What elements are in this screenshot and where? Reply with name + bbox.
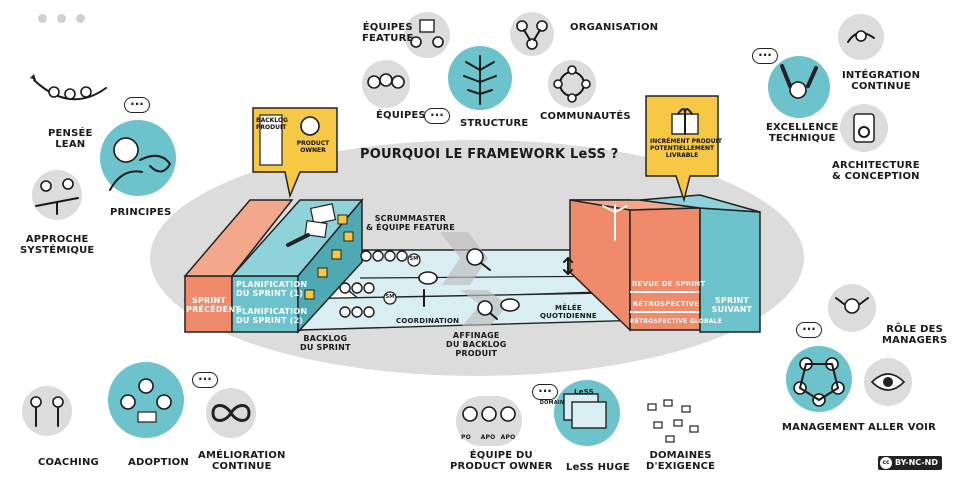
increment-label: INCRÉMENT PRODUIT POTENTIELLEMENT LIVRAB… [650,138,722,159]
more-dots-icon: ... [192,370,218,388]
product-owner-label: PRODUCT OWNER [296,140,330,154]
equipes-label: ÉQUIPES [376,110,426,121]
approche-icon [32,170,82,220]
aller-voir-label: ALLER VOIR [868,422,936,433]
architecture-icon [840,104,888,152]
revue-sprint-label: REVUE DE SPRINT [632,280,706,288]
aller-voir-eye-icon [864,358,912,406]
melee-label: MÊLÉE QUOTIDIENNE [540,304,597,320]
coaching-label: COACHING [38,457,99,468]
window-dot [38,14,47,23]
adoption-label: ADOPTION [128,457,189,468]
structure-tree-icon [448,46,512,110]
principes-label: PRINCIPES [110,207,172,218]
more-dots-icon: ... [424,106,450,124]
communautes-icon [548,60,596,108]
domain-tag: DOMAIN [539,400,565,406]
lean-hammock-icon [30,74,107,101]
organisation-label: ORGANISATION [570,22,659,33]
organisation-icon [510,12,554,56]
amelioration-label: AMÉLIORATION CONTINUE [198,450,286,472]
equipes-feature-label: ÉQUIPES FEATURE [362,22,414,44]
equipe-po-label: ÉQUIPE DU PRODUCT OWNER [450,450,553,472]
domaines-icon [647,399,699,443]
less-tag: LeSS [574,388,594,396]
window-dot [57,14,66,23]
planification-1-label: PLANIFICATION DU SPRINT (1) [236,280,308,298]
communautes-label: COMMUNAUTÉS [540,111,631,122]
pensee-lean-label: PENSÉE LEAN [48,128,93,150]
structure-label: STRUCTURE [460,118,529,129]
retrospective-globale-label: RÉTROSPECTIVE GLOBALE [630,318,722,325]
retrospective-label: RÉTROSPECTIVE [632,300,700,308]
apo-badge: APO [500,434,516,441]
equipes-feature-icon [404,12,450,58]
cc-icon: cc [880,457,892,469]
scrummaster-label: SCRUMMASTER & ÉQUIPE FEATURE [366,214,455,232]
management-label: MANAGEMENT [782,422,865,433]
sprint-precedent-label: SPRINT PRÉCÉDENT [186,296,241,314]
role-managers-icon [828,284,876,332]
backlog-produit-label: BACKLOG PRODUIT [256,117,288,131]
coaching-icon [22,386,72,436]
sprint-suivant-label: SPRINT SUIVANT [711,296,753,314]
equipes-icon [362,60,410,108]
po-badge: PO [461,434,471,441]
backlog-sprint-label: BACKLOG DU SPRINT [300,334,351,352]
integration-label: INTÉGRATION CONTINUE [842,70,921,92]
sm-badge: SM [409,256,419,262]
less-huge-icon [554,380,620,446]
integration-icon [838,14,884,60]
more-dots-icon: ... [796,320,822,338]
management-network-icon [786,346,852,412]
planification-2-label: PLANIFICATION DU SPRINT (2) [236,307,308,325]
excellence-label: EXCELLENCE TECHNIQUE [766,122,839,144]
domaines-label: DOMAINES D'EXIGENCE [646,450,716,472]
window-dot [76,14,85,23]
more-dots-icon: ... [124,95,150,113]
less-huge-label: LeSS HUGE [566,462,630,473]
infinity-icon [206,388,256,438]
equipe-po-icon [456,396,522,446]
approche-label: APPROCHE SYSTÉMIQUE [20,234,95,256]
principes-icon [100,120,176,196]
license-text: BY-NC-ND [895,458,939,467]
affinage-label: AFFINAGE DU BACKLOG PRODUIT [446,331,507,358]
coordination-label: COORDINATION [396,317,460,325]
apo-badge: APO [480,434,496,441]
excellence-juggler-icon [768,56,830,118]
more-dots-icon: ... [532,382,558,400]
role-managers-label: RÔLE DES MANAGERS [882,324,948,346]
more-dots-icon: ... [752,46,778,64]
architecture-label: ARCHITECTURE & CONCEPTION [832,160,920,182]
adoption-icon [108,362,184,438]
sm-badge: SM [385,294,395,300]
page-title: POURQUOI LE FRAMEWORK LeSS ? [360,147,619,162]
